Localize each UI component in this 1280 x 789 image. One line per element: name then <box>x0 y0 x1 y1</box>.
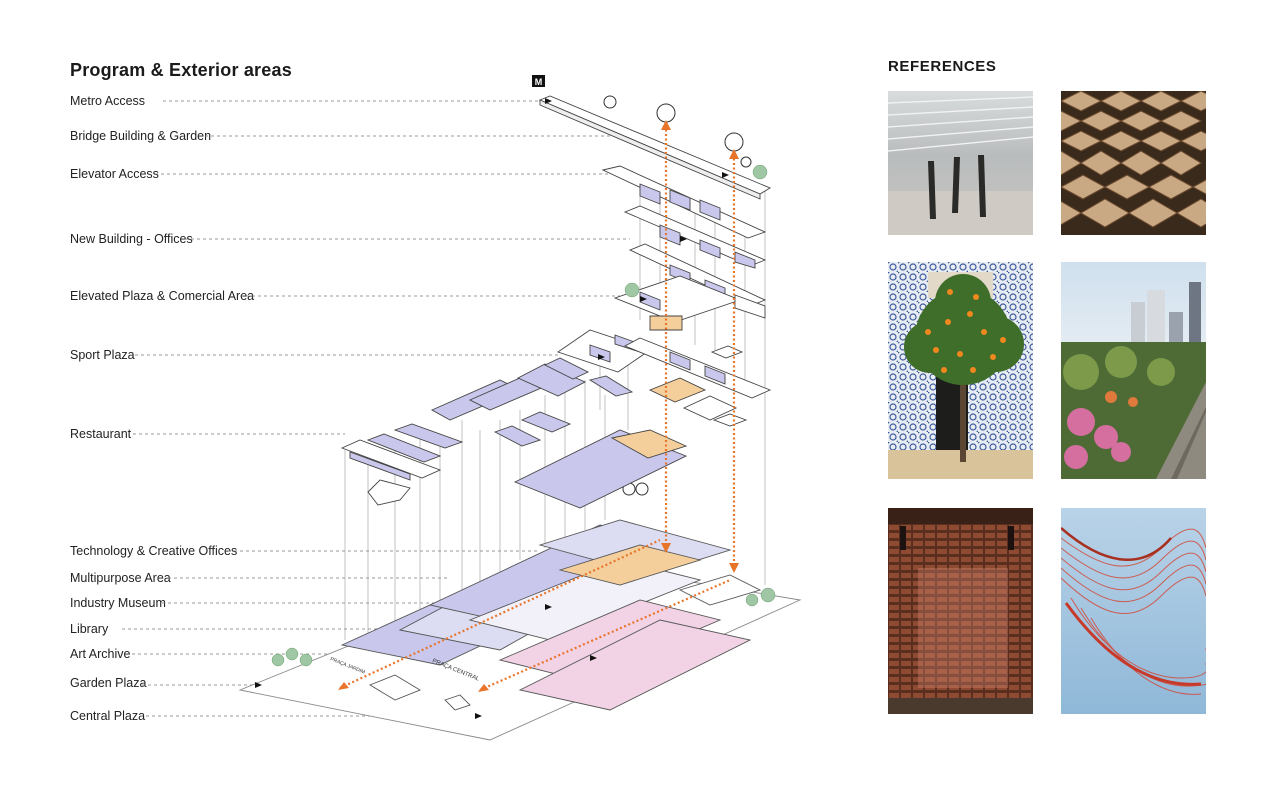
stairs-icon <box>740 156 752 168</box>
sport-plaza-level <box>557 329 772 427</box>
elevator-icon <box>724 132 744 152</box>
label-restaurant: Restaurant <box>70 427 132 441</box>
metro-icon <box>532 75 545 87</box>
accessibility-icons <box>603 95 752 496</box>
elevator-icon <box>656 103 676 123</box>
tree-icon <box>624 282 640 298</box>
label-elevator-access: Elevator Access <box>70 167 159 181</box>
tree-icon <box>760 587 776 603</box>
leader-lines <box>122 100 630 717</box>
label-central-plaza: Central Plaza <box>70 709 146 723</box>
elevated-plaza-level <box>613 275 766 331</box>
axonometric-diagram: M <box>122 75 802 741</box>
label-elevated-plaza: Elevated Plaza & Comercial Area <box>70 289 255 303</box>
label-new-building-offices: New Building - Offices <box>70 232 193 246</box>
page-title: Program & Exterior areas <box>70 60 292 80</box>
circulation-arrows <box>339 125 736 692</box>
reference-image-garden-walkway <box>1061 262 1206 479</box>
label-sport-plaza: Sport Plaza <box>70 348 135 362</box>
references-title: REFERENCES <box>888 58 997 75</box>
arrow-heads <box>338 120 739 692</box>
label-industry-museum: Industry Museum <box>70 596 166 610</box>
reference-image-net-sculpture <box>1061 508 1206 714</box>
label-bridge-building-garden: Bridge Building & Garden <box>70 129 212 143</box>
reference-image-orange-tree <box>888 262 1033 479</box>
tree-icon <box>299 653 313 667</box>
metro-sign-text: M <box>535 77 543 87</box>
label-art-archive: Art Archive <box>70 647 131 661</box>
trees <box>271 164 776 667</box>
restaurant-level <box>340 357 688 509</box>
label-technology-creative-offices: Technology & Creative Offices <box>70 544 238 558</box>
tree-icon <box>745 593 759 607</box>
label-garden-plaza: Garden Plaza <box>70 676 147 690</box>
reference-image-lattice-canopy <box>1061 91 1206 235</box>
stairs-icon <box>635 482 649 496</box>
reference-image-brick-screen <box>888 508 1033 714</box>
tree-icon <box>752 164 768 180</box>
direction-markers <box>255 98 729 719</box>
bike-icon <box>603 95 617 109</box>
label-multipurpose-area: Multipurpose Area <box>70 571 171 585</box>
tree-icon <box>271 653 285 667</box>
label-metro-access: Metro Access <box>70 94 146 108</box>
reference-image-concrete-canopy <box>888 91 1033 235</box>
tree-icon <box>285 647 299 661</box>
label-library: Library <box>70 622 109 636</box>
bridge-level <box>538 95 771 239</box>
